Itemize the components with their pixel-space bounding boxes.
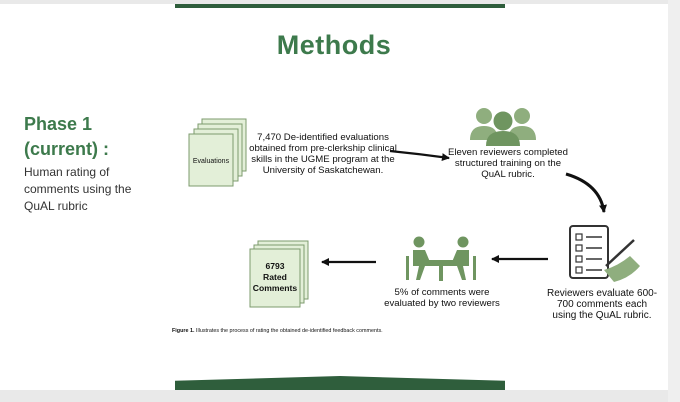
right-edge-strip	[668, 0, 680, 402]
phase-description: Human rating of comments using the QuAL …	[24, 165, 132, 213]
step3-text: Reviewers evaluate 600-700 comments each…	[546, 288, 658, 321]
arrow-to-rubric	[565, 172, 607, 213]
arrow-to-reviewers	[389, 149, 450, 162]
evaluations-doc-label: Evaluations	[193, 158, 230, 165]
phase-title: Phase 1 (current) :	[24, 114, 109, 159]
figure-caption-text: Illustrates the process of rating the ob…	[194, 328, 383, 334]
rated-line2: Comments	[253, 283, 298, 293]
rated-line1: Rated	[263, 272, 287, 282]
step4-text: 5% of comments were evaluated by two rev…	[384, 287, 500, 309]
process-diagram: Evaluations	[188, 108, 640, 308]
rubric-clipboard-icon	[569, 225, 640, 282]
evaluations-doc-icon: Evaluations	[188, 118, 247, 187]
step2-text: Eleven reviewers completed structured tr…	[448, 147, 568, 180]
slide-title: Methods	[276, 30, 392, 60]
rated-number: 6793	[265, 261, 284, 271]
bottom-accent-bar	[175, 376, 505, 390]
step1-text: 7,470 De-identified evaluations obtained…	[249, 132, 397, 176]
top-accent-bar	[175, 4, 505, 8]
figure-label: Figure 1.	[172, 328, 195, 334]
two-reviewers-table-icon	[406, 236, 476, 281]
reviewers-group-icon	[470, 108, 536, 146]
figure-caption: Figure 1. Illustrates the process of rat…	[172, 328, 383, 334]
rated-comments-doc-icon: 6793 Rated Comments	[249, 240, 309, 308]
slide: Methods Phase 1 (current) : Human rating…	[0, 4, 668, 390]
